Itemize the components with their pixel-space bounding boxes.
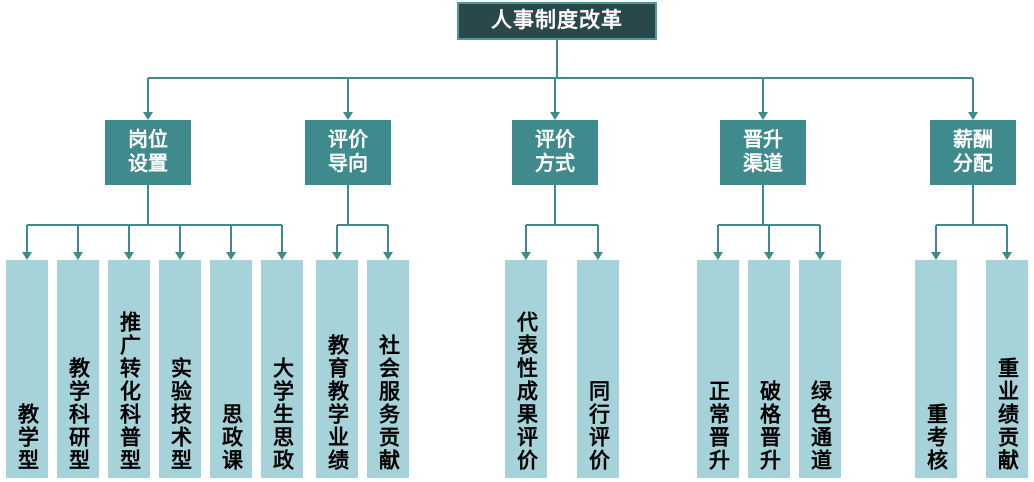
leaf-node-label: 社会服务贡献 <box>376 334 400 472</box>
leaf-node-leaf-shehuifuwugongxian[interactable]: 社会服务贡献 <box>367 260 409 478</box>
leaf-node-leaf-jiaoxuexing[interactable]: 教学型 <box>6 260 48 478</box>
category-node-label: 评价方式 <box>535 128 575 175</box>
leaf-node-label: 推广转化科普型 <box>117 311 141 472</box>
category-node-cat-pingjiafangshi[interactable]: 评价方式 <box>512 120 598 185</box>
leaf-node-leaf-zhongkaohe[interactable]: 重考核 <box>915 260 957 478</box>
leaf-node-label: 大学生思政 <box>270 357 294 472</box>
leaf-node-leaf-daxueshengsizheng[interactable]: 大学生思政 <box>261 260 303 478</box>
leaf-node-leaf-sizhengke[interactable]: 思政课 <box>210 260 252 478</box>
leaf-node-label: 代表性成果评价 <box>514 311 538 472</box>
leaf-node-leaf-pogejinsheng[interactable]: 破格晋升 <box>748 260 790 478</box>
leaf-node-label: 绿色通道 <box>808 380 832 472</box>
category-node-label-line2: 分配 <box>953 152 993 175</box>
category-node-label-line2: 设置 <box>128 152 168 175</box>
leaf-node-leaf-zhongyejigongxian[interactable]: 重业绩贡献 <box>986 260 1028 478</box>
category-node-label: 岗位设置 <box>128 128 168 175</box>
category-node-label-line2: 渠道 <box>743 152 783 175</box>
category-node-cat-gangwei[interactable]: 岗位设置 <box>105 120 191 185</box>
leaf-node-label: 思政课 <box>219 403 243 472</box>
leaf-node-label: 同行评价 <box>586 380 610 472</box>
category-node-label: 评价导向 <box>328 128 368 175</box>
leaf-node-label: 重考核 <box>924 403 948 472</box>
category-node-cat-pingjiadaoxiang[interactable]: 评价导向 <box>305 120 391 185</box>
root-node-renshizhiduGaige[interactable]: 人事制度改革 <box>457 2 657 40</box>
root-node-label: 人事制度改革 <box>491 9 623 33</box>
leaf-node-leaf-jiaoyujiaoxueyeji[interactable]: 教育教学业绩 <box>316 260 358 478</box>
leaf-node-label: 教学科研型 <box>66 357 90 472</box>
category-node-label-line2: 方式 <box>535 152 575 175</box>
category-node-label-line2: 导向 <box>328 152 368 175</box>
category-node-label: 晋升渠道 <box>743 128 783 175</box>
leaf-node-leaf-shiyanjishu[interactable]: 实验技术型 <box>159 260 201 478</box>
leaf-node-label: 重业绩贡献 <box>995 357 1019 472</box>
leaf-node-leaf-tuiguangzhuanhua[interactable]: 推广转化科普型 <box>108 260 150 478</box>
category-node-cat-jinshengqudao[interactable]: 晋升渠道 <box>720 120 806 185</box>
leaf-node-label: 破格晋升 <box>757 380 781 472</box>
leaf-node-label: 教育教学业绩 <box>325 334 349 472</box>
leaf-node-label: 正常晋升 <box>706 380 730 472</box>
leaf-node-leaf-lvsetongdao[interactable]: 绿色通道 <box>799 260 841 478</box>
category-node-label: 薪酬分配 <box>953 128 993 175</box>
leaf-node-leaf-zhengchangjinsheng[interactable]: 正常晋升 <box>697 260 739 478</box>
leaf-node-label: 教学型 <box>15 403 39 472</box>
leaf-node-leaf-jiaoxuekeyan[interactable]: 教学科研型 <box>57 260 99 478</box>
category-node-cat-xinchoufenpei[interactable]: 薪酬分配 <box>930 120 1016 185</box>
leaf-node-label: 实验技术型 <box>168 357 192 472</box>
leaf-node-leaf-tonghangpingjia[interactable]: 同行评价 <box>577 260 619 478</box>
leaf-node-leaf-daibiaoxingchengguo[interactable]: 代表性成果评价 <box>505 260 547 478</box>
